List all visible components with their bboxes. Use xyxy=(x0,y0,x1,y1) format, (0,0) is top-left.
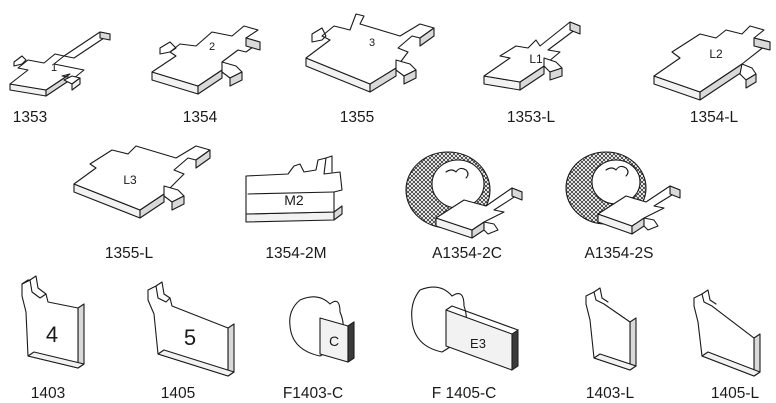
part-a1354-2c-label: A1354-2C xyxy=(432,245,502,262)
part-1354-2m: M2 1354-2M xyxy=(245,155,343,262)
part-f1405-c-label: F 1405-C xyxy=(432,385,497,402)
part-1355-marking: 3 xyxy=(369,37,375,49)
part-1354-l-label: 1354-L xyxy=(690,109,739,126)
part-1353-l-marking: L1 xyxy=(529,52,543,66)
part-1355-label: 1355 xyxy=(340,109,374,126)
part-1354-2m-drawing xyxy=(245,155,343,223)
part-1354-l-marking: L2 xyxy=(709,47,723,61)
part-f1403-c-drawing xyxy=(289,296,355,363)
part-1354-2m-label: 1354-2M xyxy=(265,245,326,262)
part-1353-label: 1353 xyxy=(13,109,47,126)
part-1354-marking: 2 xyxy=(209,41,215,53)
part-1354-label: 1354 xyxy=(183,109,218,126)
part-1403-l-label: 1403-L xyxy=(586,385,635,402)
part-a1354-2s-drawing xyxy=(565,151,681,235)
part-1403: 4 1403 xyxy=(21,275,85,402)
part-1405: 5 1405 xyxy=(147,281,235,402)
part-1405-l-drawing xyxy=(693,289,761,377)
part-1354-2m-marking: M2 xyxy=(284,192,304,208)
part-f1403-c-label: F1403-C xyxy=(283,385,343,402)
part-1405-l: 1405-L xyxy=(693,289,761,402)
part-f1405-c: E3 F 1405-C xyxy=(411,286,519,402)
part-1355-l: L3 1355-L xyxy=(73,145,211,262)
part-f1403-c-marking: C xyxy=(329,333,339,349)
part-1405-label: 1405 xyxy=(161,385,195,402)
part-1355-l-drawing xyxy=(73,145,211,219)
part-1354-l-drawing xyxy=(653,25,771,101)
part-1405-drawing xyxy=(147,281,235,377)
part-f1405-c-drawing xyxy=(411,286,519,371)
part-a1354-2c-drawing xyxy=(405,151,523,239)
part-1405-l-label: 1405-L xyxy=(711,385,760,402)
part-f1403-c: C F1403-C xyxy=(283,296,355,402)
part-1354-l: L2 1354-L xyxy=(653,25,771,126)
part-a1354-2c: A1354-2C xyxy=(405,151,523,262)
part-1353-l-label: 1353-L xyxy=(507,109,556,126)
part-1405-marking: 5 xyxy=(184,325,196,350)
part-1355: 3 1355 xyxy=(305,13,435,126)
part-1403-marking: 4 xyxy=(46,322,58,347)
part-1353-l: L1 1353-L xyxy=(483,21,581,126)
part-1353-marking: 1 xyxy=(51,62,57,74)
part-1403-drawing xyxy=(21,275,85,369)
part-1354: 2 1354 xyxy=(151,25,261,126)
part-1355-l-label: 1355-L xyxy=(105,245,154,262)
part-1354-drawing xyxy=(151,25,261,95)
part-a1354-2s: A1354-2S xyxy=(565,151,681,262)
part-1353-drawing xyxy=(9,31,111,97)
part-1353: 1 1353 xyxy=(9,31,111,126)
part-f1405-c-marking: E3 xyxy=(470,336,486,351)
part-1353-l-drawing xyxy=(483,21,581,91)
part-1403-label: 1403 xyxy=(31,385,65,402)
part-1403-l: 1403-L xyxy=(585,287,637,402)
part-a1354-2s-label: A1354-2S xyxy=(585,245,654,262)
part-1403-l-drawing xyxy=(585,287,637,371)
part-1355-l-marking: L3 xyxy=(123,173,137,187)
part-1355-drawing xyxy=(305,13,435,93)
